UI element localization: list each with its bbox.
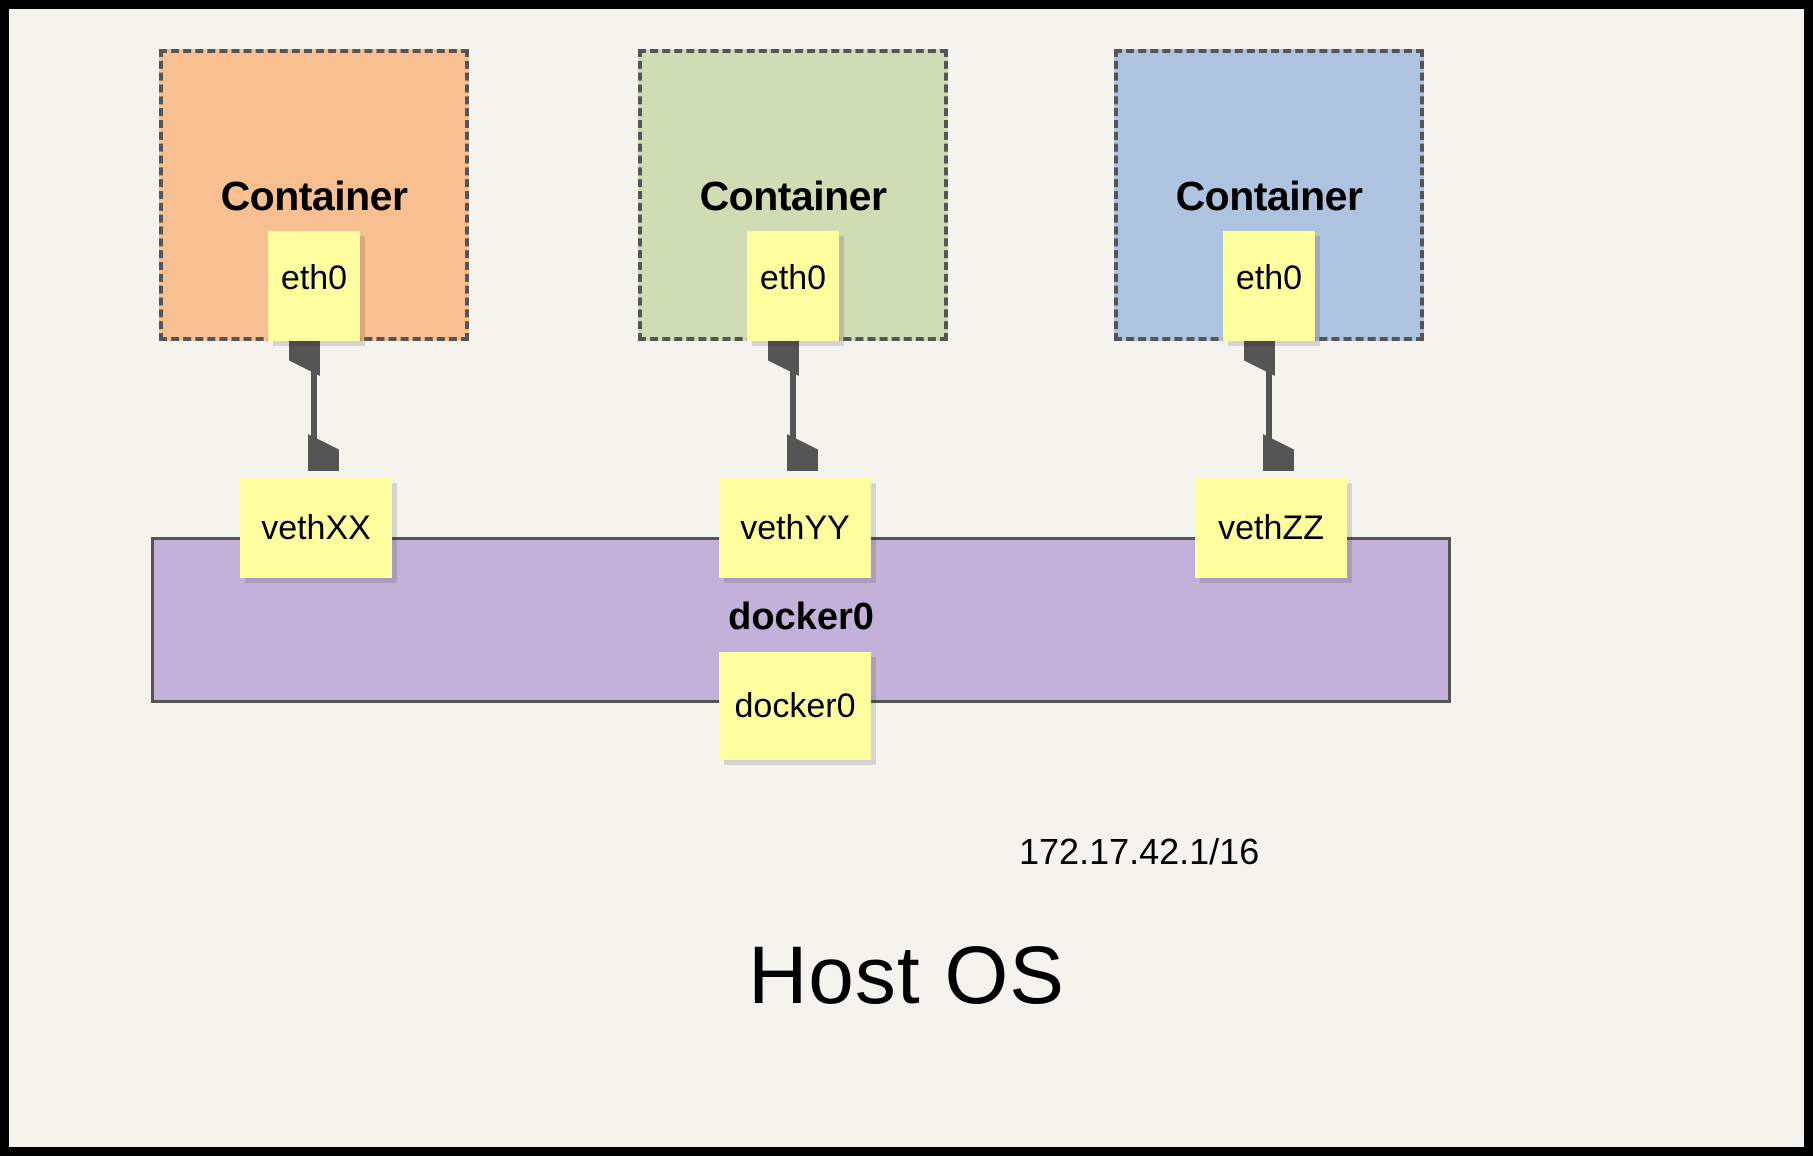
veth-label-2: vethYY — [740, 508, 850, 547]
container-eth0-label-1: eth0 — [280, 259, 348, 297]
container-eth0-label-3: eth0 — [1235, 259, 1303, 297]
veth-label-3: vethZZ — [1218, 508, 1324, 547]
veth-label-1: vethXX — [261, 508, 371, 547]
veth-box-1: vethXX — [240, 478, 392, 578]
veth-arrow-3 — [1244, 339, 1294, 471]
host-os-label: Host OS — [748, 930, 1065, 1021]
container-eth0-label-2: eth0 — [759, 259, 827, 297]
docker0-interface-label: docker0 — [734, 686, 856, 725]
veth-arrow-1 — [289, 339, 339, 471]
container-title-3: Container — [1175, 173, 1363, 219]
veth-box-3: vethZZ — [1195, 478, 1347, 578]
container-title-2: Container — [699, 173, 887, 219]
veth-box-2: vethYY — [719, 478, 871, 578]
container-eth0-1: eth0 — [268, 231, 360, 341]
docker0-interface-box: docker0 — [719, 652, 871, 760]
docker0-bridge-label: docker0 — [728, 596, 874, 638]
veth-arrow-2 — [768, 339, 818, 471]
container-title-1: Container — [220, 173, 408, 219]
diagram-stage: Container eth0 Container eth0 Container … — [9, 9, 1804, 1147]
container-eth0-2: eth0 — [747, 231, 839, 341]
container-eth0-3: eth0 — [1223, 231, 1315, 341]
docker0-ip-address: 172.17.42.1/16 — [1019, 831, 1260, 872]
